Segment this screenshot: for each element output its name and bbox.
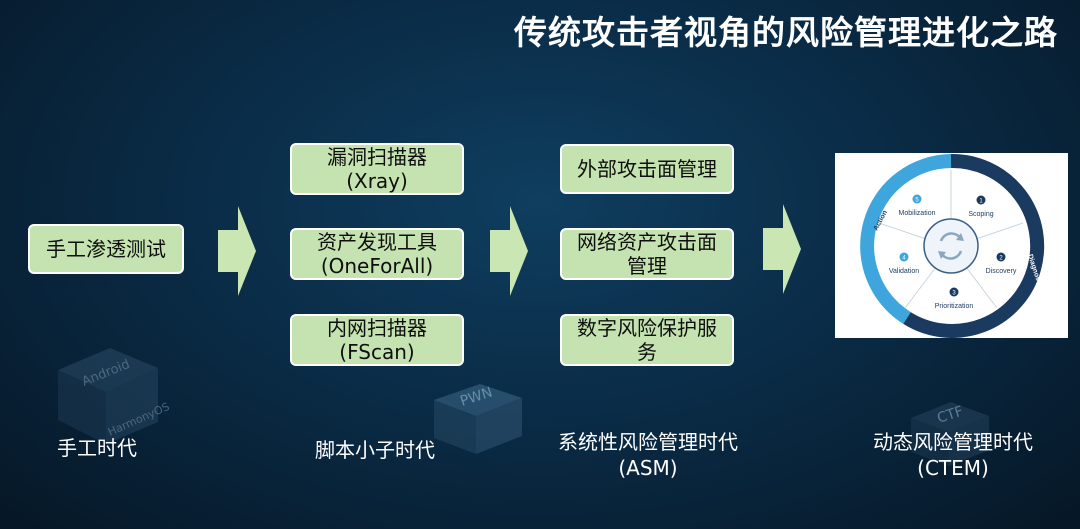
arrow-right-3 bbox=[763, 204, 801, 294]
manual-pentest-box: 手工渗透测试 bbox=[28, 224, 184, 274]
digital-risk-protection-box: 数字风险保护服 务 bbox=[560, 314, 734, 366]
digital-risk-protection-line1: 数字风险保护服 bbox=[577, 315, 717, 340]
manual-pentest-label: 手工渗透测试 bbox=[46, 236, 166, 261]
step-4-number: 4 bbox=[902, 256, 906, 262]
digital-risk-protection-line2: 务 bbox=[637, 340, 657, 364]
page-title: 传统攻击者视角的风险管理进化之路 bbox=[514, 13, 1058, 52]
step-2-label: Discovery bbox=[986, 268, 1017, 275]
ctf-cube-label: CTF bbox=[935, 403, 965, 426]
era-script-label: 脚本小子时代 bbox=[315, 438, 435, 462]
external-attack-surface-box: 外部攻击面管理 bbox=[560, 144, 734, 194]
intranet-scanner-label: 内网扫描器 bbox=[327, 315, 427, 340]
intranet-scanner-tool: (FScan) bbox=[339, 340, 415, 364]
era-script: 脚本小子时代 bbox=[300, 438, 450, 464]
era-ctem: 动态风险管理时代 (CTEM) bbox=[858, 430, 1048, 481]
ctem-cycle-diagram: Action Diagnose 1 Scoping 2 Discovery 3 … bbox=[835, 153, 1068, 338]
vuln-scanner-label: 漏洞扫描器 bbox=[327, 144, 427, 169]
step-3-label: Prioritization bbox=[935, 303, 974, 310]
android-cube-graphic: Android HarmonyOS bbox=[58, 348, 170, 444]
pwn-cube-graphic: PWN bbox=[434, 384, 522, 454]
step-4-label: Validation bbox=[889, 268, 919, 275]
vuln-scanner-tool: (Xray) bbox=[346, 169, 408, 193]
era-ctem-label: 动态风险管理时代 bbox=[873, 430, 1033, 454]
era-ctem-abbr: (CTEM) bbox=[917, 455, 989, 480]
step-1-number: 1 bbox=[979, 199, 983, 205]
step-5-label: Mobilization bbox=[899, 210, 936, 217]
network-asset-surface-line1: 网络资产攻击面 bbox=[577, 229, 717, 254]
era-asm-abbr: (ASM) bbox=[618, 455, 678, 480]
asset-discovery-box: 资产发现工具 (OneForAll) bbox=[290, 228, 464, 280]
vuln-scanner-box: 漏洞扫描器 (Xray) bbox=[290, 143, 464, 195]
step-5-number: 5 bbox=[915, 198, 919, 204]
step-2-number: 2 bbox=[999, 256, 1003, 262]
network-asset-surface-line2: 管理 bbox=[627, 254, 667, 278]
arrow-right-1 bbox=[218, 206, 256, 296]
step-1-label: Scoping bbox=[968, 211, 993, 218]
intranet-scanner-box: 内网扫描器 (FScan) bbox=[290, 314, 464, 366]
era-manual: 手工时代 bbox=[27, 436, 167, 462]
ctf-cube-graphic: CTF bbox=[911, 402, 989, 466]
era-asm-label: 系统性风险管理时代 bbox=[558, 430, 738, 454]
arrow-right-2 bbox=[490, 206, 528, 296]
external-attack-surface-label: 外部攻击面管理 bbox=[577, 156, 717, 181]
era-manual-label: 手工时代 bbox=[57, 436, 137, 460]
era-asm: 系统性风险管理时代 (ASM) bbox=[540, 430, 756, 481]
asset-discovery-tool: (OneForAll) bbox=[320, 254, 434, 278]
asset-discovery-label: 资产发现工具 bbox=[317, 229, 437, 254]
step-3-number: 3 bbox=[952, 291, 956, 297]
network-asset-surface-box: 网络资产攻击面 管理 bbox=[560, 228, 734, 280]
